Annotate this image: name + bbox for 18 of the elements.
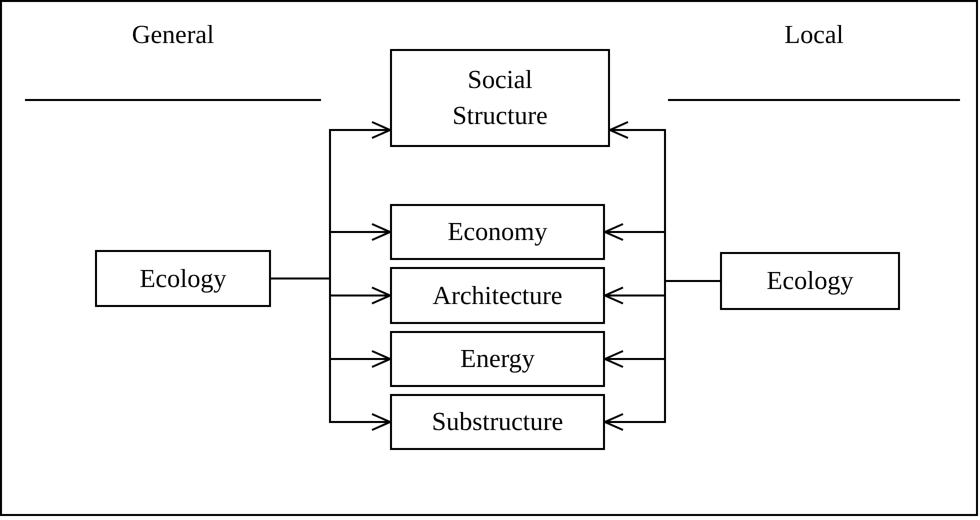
arrow — [604, 280, 720, 431]
process-box — [390, 331, 605, 387]
process-box — [390, 49, 610, 147]
box-label: Ecology — [138, 262, 228, 295]
box-label: Social Structure — [451, 64, 549, 132]
box-label: Architecture — [432, 280, 564, 312]
section-heading: General — [132, 20, 214, 50]
section-heading: Local — [784, 20, 844, 50]
box-label: Energy — [459, 343, 536, 375]
box-label: Ecology — [766, 265, 854, 297]
process-box — [720, 252, 900, 310]
arrow — [271, 278, 391, 431]
box-label: Economy — [446, 216, 548, 248]
process-box — [390, 394, 605, 450]
process-box — [95, 250, 271, 307]
process-box — [390, 204, 605, 260]
process-box — [390, 267, 605, 324]
box-label: Substructure — [430, 406, 564, 438]
